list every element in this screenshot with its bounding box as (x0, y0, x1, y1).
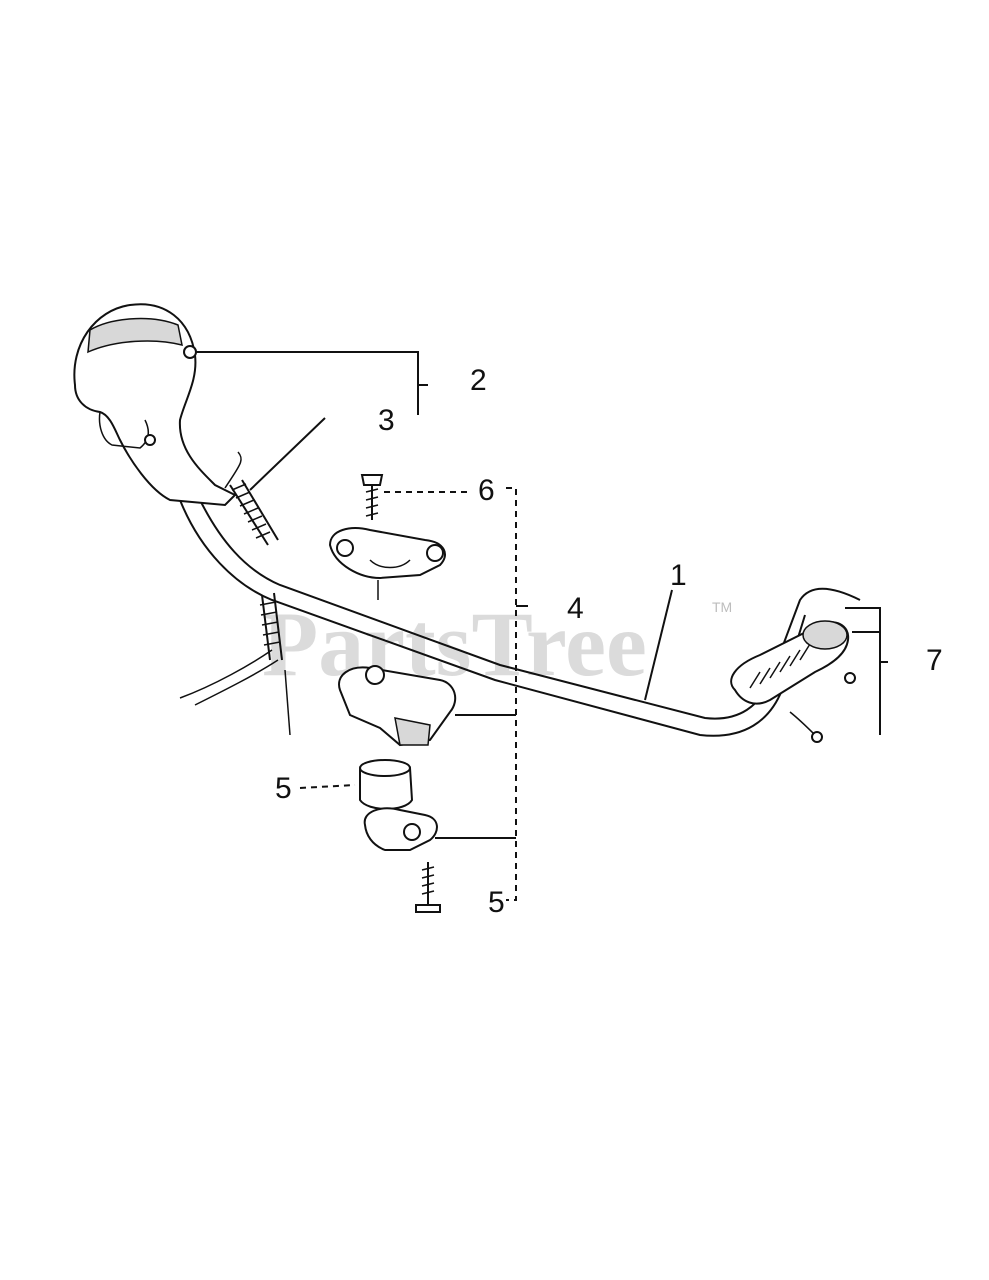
callout-1: 1 (670, 559, 687, 592)
right-grip (730, 620, 856, 743)
bottom-clamp (363, 807, 438, 851)
watermark-text: PartsTree (262, 593, 647, 695)
leader-lines (196, 351, 888, 901)
callout-5-left: 5 (275, 772, 292, 805)
watermark-trademark: TM (712, 599, 732, 615)
lower-clamp-block (338, 665, 457, 747)
callout-6: 6 (478, 474, 495, 507)
callout-7: 7 (926, 644, 943, 677)
callout-2: 2 (470, 364, 487, 397)
callout-4: 4 (567, 592, 584, 625)
callout-5-bottom: 5 (488, 886, 505, 919)
throttle-cable (179, 479, 291, 736)
screw-bottom (415, 862, 441, 913)
callout-3: 3 (378, 404, 395, 437)
throttle-grip (73, 303, 242, 507)
handle-bar (179, 499, 861, 737)
spacer-sleeve (359, 759, 414, 810)
upper-clamp (328, 527, 446, 600)
screw-top (360, 474, 384, 520)
